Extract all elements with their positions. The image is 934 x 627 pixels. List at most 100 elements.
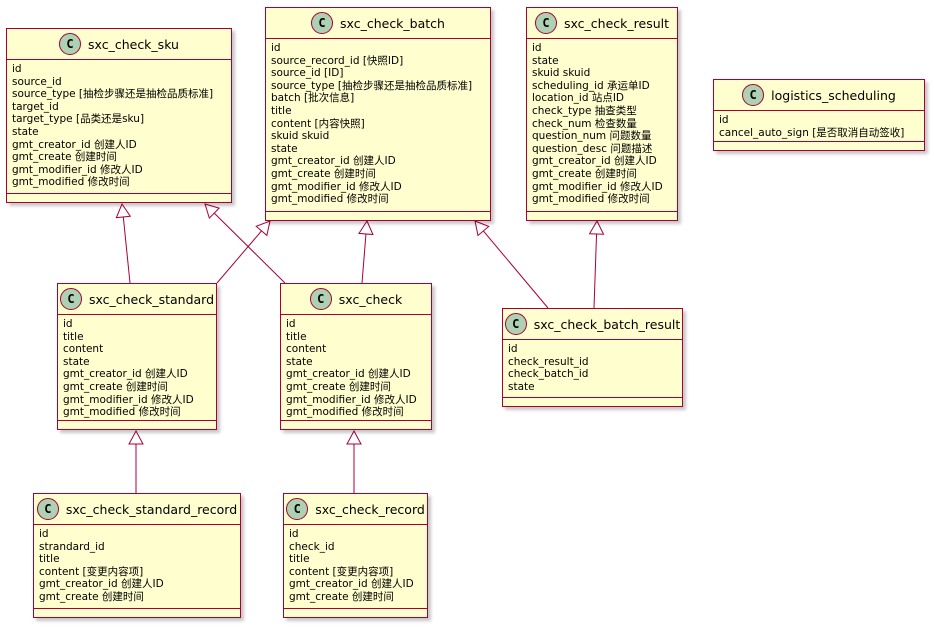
class-field: check_type 抽查类型 xyxy=(532,104,637,117)
class-field: id xyxy=(532,42,542,54)
inheritance-line-standard-sku xyxy=(216,230,262,284)
class-field: skuid skuid xyxy=(271,130,330,143)
class-field: content [变更内容项] xyxy=(39,565,144,578)
class-methods-compartment xyxy=(34,608,240,617)
class-field: gmt_create 创建时间 xyxy=(12,151,117,164)
class-field: strandard_id xyxy=(39,540,105,553)
class-name: sxc_check_batch xyxy=(340,15,445,31)
class-field: target_type [品类还是sku] xyxy=(12,113,145,126)
class-field: cancel_auto_sign [是否取消自动签收] xyxy=(719,126,905,139)
class-field: source_type [抽检步骤还是抽检品质标准] xyxy=(271,79,473,92)
class-field: target_id xyxy=(12,100,59,113)
inheritance-line-batch_result-batch xyxy=(482,230,549,309)
class-field: title xyxy=(39,553,60,566)
class-stereotype-icon: C xyxy=(311,12,334,34)
class-name: sxc_check_result xyxy=(563,15,670,31)
inheritance-line-standard-batch xyxy=(122,216,131,284)
class-field: state xyxy=(508,380,535,393)
class-field: source_type [抽检步骤还是抽检品质标准] xyxy=(12,88,214,101)
class-field: title xyxy=(63,330,84,343)
class-field: gmt_modifier_id 修改人ID xyxy=(271,180,402,193)
class-field: source_id [ID] xyxy=(271,67,344,80)
class-stereotype-icon: C xyxy=(59,33,82,55)
class-field: gmt_creator_id 创建人ID xyxy=(63,368,188,381)
inheritance-arrowhead xyxy=(358,219,374,236)
class-field: gmt_modified 修改时间 xyxy=(532,193,650,206)
class-field: gmt_create 创建时间 xyxy=(289,590,394,603)
class-field: gmt_creator_id 创建人ID xyxy=(39,578,164,591)
class-field: scheduling_id 承运单ID xyxy=(532,79,650,92)
class-field: id xyxy=(508,343,518,355)
class-field: id xyxy=(12,63,22,75)
class-field: source_record_id [快照ID] xyxy=(271,54,404,67)
class-field: state xyxy=(532,54,559,67)
class-field: content [变更内容项] xyxy=(289,565,394,578)
class-field: gmt_creator_id 创建人ID xyxy=(289,578,414,591)
class-field: title xyxy=(289,553,310,566)
inheritance-line-batch_result-result xyxy=(593,233,598,309)
class-field: content [内容快照] xyxy=(271,117,365,130)
class-field: gmt_creator_id 创建人ID xyxy=(271,155,396,168)
inheritance-arrowhead xyxy=(346,429,362,445)
inheritance-arrowhead xyxy=(474,220,490,237)
class-methods-compartment xyxy=(527,211,677,220)
class-field: state xyxy=(286,355,313,368)
class-field: question_desc 问题描述 xyxy=(532,142,653,155)
class-field: gmt_creator_id 创建人ID xyxy=(12,138,137,151)
class-stereotype-icon: C xyxy=(742,84,765,106)
class-stereotype-icon: C xyxy=(36,498,59,520)
class-stereotype-icon: C xyxy=(286,498,309,520)
class-field: check_batch_id xyxy=(508,368,589,381)
class-field: gmt_modified 修改时间 xyxy=(286,406,404,419)
class-field: gmt_create 创建时间 xyxy=(286,380,391,393)
inheritance-arrowhead xyxy=(128,429,144,445)
inheritance-arrowhead xyxy=(255,220,271,237)
class-stereotype-icon: C xyxy=(59,288,82,310)
class-field: id xyxy=(286,318,296,330)
class-field: id xyxy=(271,42,281,54)
class-field: gmt_modified 修改时间 xyxy=(12,176,130,189)
class-stereotype-icon: C xyxy=(534,12,557,34)
class-field: content xyxy=(63,343,104,356)
class-field: gmt_create 创建时间 xyxy=(39,590,144,603)
class-methods-compartment xyxy=(503,397,682,406)
class-field: gmt_modifier_id 修改人ID xyxy=(532,180,663,193)
class-field: id xyxy=(39,528,49,540)
class-methods-compartment xyxy=(284,608,427,617)
class-field: id xyxy=(289,528,299,540)
class-methods-compartment xyxy=(281,420,431,429)
inheritance-arrowhead xyxy=(204,203,221,220)
class-methods-compartment xyxy=(266,211,490,220)
class-field: state xyxy=(63,355,90,368)
class-field: gmt_create 创建时间 xyxy=(271,167,376,180)
class-field: gmt_creator_id 创建人ID xyxy=(286,368,411,381)
class-field: skuid skuid xyxy=(532,67,591,80)
class-methods-compartment xyxy=(714,141,924,150)
class-name: sxc_check_standard xyxy=(88,291,215,307)
class-field: state xyxy=(271,142,298,155)
inheritance-arrowhead xyxy=(115,202,132,219)
class-field: location_id 站点ID xyxy=(532,92,625,105)
class-field: content xyxy=(286,343,327,356)
class-field: check_num 检查数量 xyxy=(532,117,637,130)
